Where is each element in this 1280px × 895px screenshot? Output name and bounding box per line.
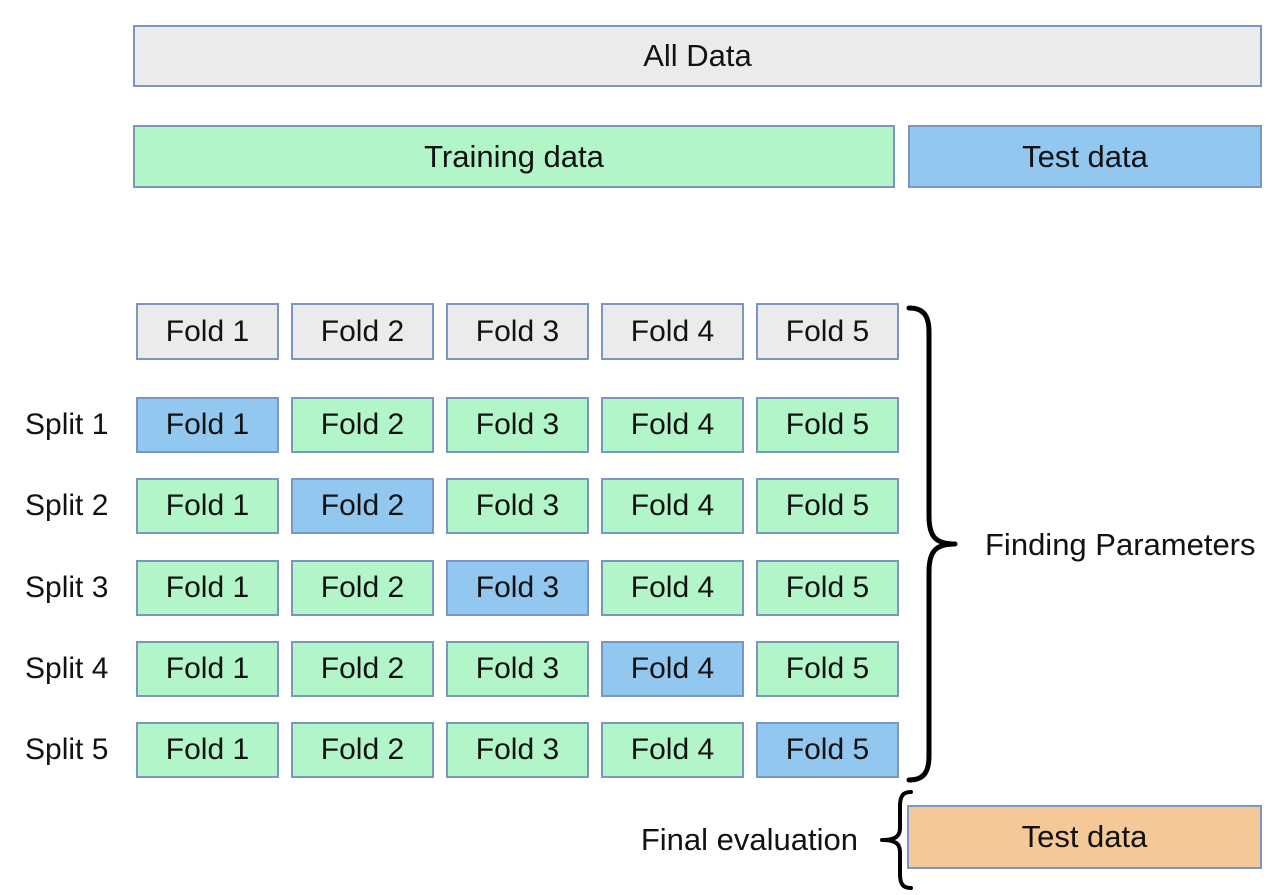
finding-parameters-brace — [906, 305, 958, 783]
final-test-data-bar: Test data — [907, 805, 1262, 869]
fold-cell-train: Fold 5 — [756, 478, 899, 534]
fold-cell-test: Fold 3 — [446, 560, 589, 616]
split-label-4: Split 4 — [25, 652, 109, 685]
split-row-2: Fold 1 Fold 2 Fold 3 Fold 4 Fold 5 — [136, 478, 899, 534]
all-data-bar: All Data — [133, 25, 1262, 87]
fold-cell-train: Fold 1 — [136, 641, 279, 697]
fold-cell-train: Fold 1 — [136, 560, 279, 616]
fold-cell-test: Fold 5 — [756, 722, 899, 778]
split-row-3: Fold 1 Fold 2 Fold 3 Fold 4 Fold 5 — [136, 560, 899, 616]
fold-header-4: Fold 4 — [601, 303, 744, 360]
final-test-data-label: Test data — [1021, 819, 1148, 854]
fold-cell-train: Fold 5 — [756, 560, 899, 616]
fold-cell-train: Fold 4 — [601, 478, 744, 534]
fold-cell-train: Fold 2 — [291, 722, 434, 778]
fold-cell-test: Fold 1 — [136, 397, 279, 453]
fold-header-2: Fold 2 — [291, 303, 434, 360]
fold-cell-train: Fold 4 — [601, 560, 744, 616]
split-label-1: Split 1 — [25, 408, 109, 441]
fold-cell-test: Fold 4 — [601, 641, 744, 697]
fold-cell-train: Fold 2 — [291, 641, 434, 697]
fold-cell-train: Fold 5 — [756, 397, 899, 453]
fold-cell-train: Fold 4 — [601, 722, 744, 778]
fold-cell-test: Fold 2 — [291, 478, 434, 534]
training-data-bar: Training data — [133, 125, 895, 188]
fold-cell-train: Fold 2 — [291, 560, 434, 616]
fold-cell-train: Fold 3 — [446, 641, 589, 697]
fold-cell-train: Fold 2 — [291, 397, 434, 453]
fold-header-row: Fold 1 Fold 2 Fold 3 Fold 4 Fold 5 — [136, 303, 899, 360]
split-row-4: Fold 1 Fold 2 Fold 3 Fold 4 Fold 5 — [136, 641, 899, 697]
fold-cell-train: Fold 1 — [136, 722, 279, 778]
fold-cell-train: Fold 1 — [136, 478, 279, 534]
split-label-5: Split 5 — [25, 733, 109, 766]
finding-parameters-label: Finding Parameters — [985, 527, 1256, 562]
fold-cell-train: Fold 5 — [756, 641, 899, 697]
training-data-label: Training data — [424, 138, 604, 174]
all-data-label: All Data — [643, 38, 752, 73]
split-row-1: Fold 1 Fold 2 Fold 3 Fold 4 Fold 5 — [136, 397, 899, 453]
final-evaluation-label: Final evaluation — [640, 822, 858, 857]
fold-cell-train: Fold 4 — [601, 397, 744, 453]
fold-cell-train: Fold 3 — [446, 397, 589, 453]
fold-cell-train: Fold 3 — [446, 478, 589, 534]
test-data-label: Test data — [1022, 138, 1148, 174]
split-row-5: Fold 1 Fold 2 Fold 3 Fold 4 Fold 5 — [136, 722, 899, 778]
final-evaluation-brace — [880, 790, 913, 890]
fold-header-5: Fold 5 — [756, 303, 899, 360]
fold-cell-train: Fold 3 — [446, 722, 589, 778]
split-label-2: Split 2 — [25, 489, 109, 522]
test-data-bar: Test data — [908, 125, 1262, 188]
fold-header-3: Fold 3 — [446, 303, 589, 360]
fold-header-1: Fold 1 — [136, 303, 279, 360]
split-label-3: Split 3 — [25, 571, 109, 604]
